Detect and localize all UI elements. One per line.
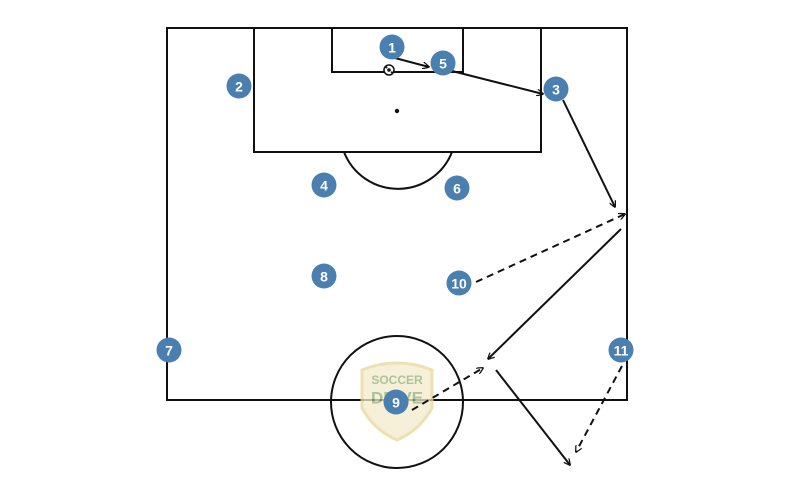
pass-10-to-flank	[475, 214, 625, 283]
player-marker: 8	[311, 263, 337, 289]
player-circle	[383, 389, 409, 415]
player-number: 1	[388, 40, 396, 56]
player-number: 10	[451, 276, 467, 292]
player-marker: 1	[379, 34, 405, 60]
center-circle	[330, 335, 464, 469]
pass-1-to-5	[394, 57, 429, 67]
goal-box	[331, 27, 464, 73]
player-circle	[226, 73, 252, 99]
player-number: 6	[453, 181, 461, 197]
player-number: 8	[320, 269, 328, 285]
player-circle	[379, 34, 405, 60]
player-number: 7	[165, 343, 173, 359]
player-marker: 6	[444, 175, 470, 201]
player-number: 4	[320, 178, 328, 194]
player-marker: 10	[446, 270, 472, 296]
player-marker: 11	[608, 337, 634, 363]
run-to-bottom	[495, 369, 570, 465]
pass-11-to-bottom	[576, 365, 623, 452]
players: 1 2 3 4 5 6 7 8 9 10 11	[156, 34, 634, 415]
watermark-text-top: SOCCER	[371, 373, 423, 387]
player-circle	[430, 50, 456, 76]
soccer-ball-icon	[383, 64, 395, 76]
player-circle	[311, 263, 337, 289]
player-circle	[311, 172, 337, 198]
player-circle	[444, 175, 470, 201]
player-circle	[543, 76, 569, 102]
player-marker: 3	[543, 76, 569, 102]
player-number: 2	[235, 79, 243, 95]
player-marker: 2	[226, 73, 252, 99]
pass-9-to-forward	[411, 368, 483, 411]
player-circle	[446, 270, 472, 296]
player-number: 3	[552, 82, 560, 98]
run-flank-to-box	[488, 228, 622, 359]
player-marker: 5	[430, 50, 456, 76]
run-5-to-3	[451, 70, 543, 94]
player-number: 5	[439, 56, 447, 72]
player-circle	[156, 337, 182, 363]
player-circle	[608, 337, 634, 363]
movements	[394, 57, 625, 465]
run-3-down-flank	[562, 99, 615, 207]
penalty-arc	[343, 151, 453, 190]
player-number: 9	[392, 395, 400, 411]
player-marker: 9	[383, 389, 409, 415]
penalty-spot	[394, 108, 400, 114]
player-marker: 7	[156, 337, 182, 363]
player-marker: 4	[311, 172, 337, 198]
player-number: 11	[614, 343, 629, 359]
